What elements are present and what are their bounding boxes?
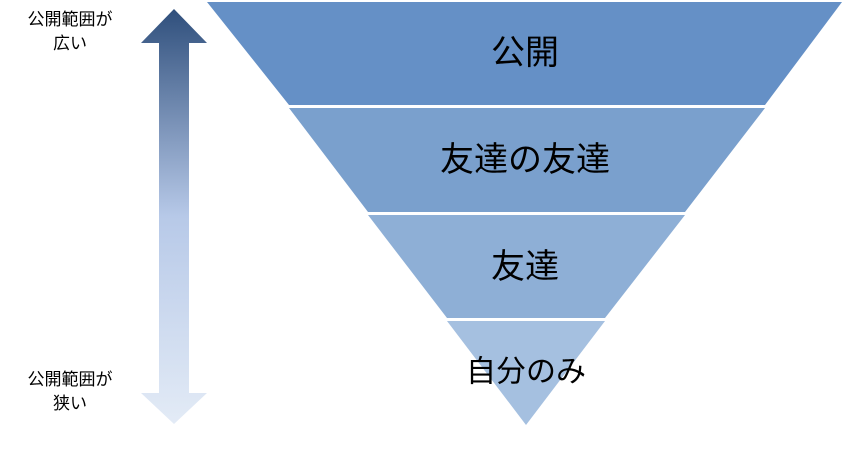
funnel-layer-only-me — [447, 321, 605, 425]
scope-double-arrow — [141, 9, 207, 424]
funnel-label-friends-of-friends: 友達の友達 — [440, 140, 610, 180]
wide-scope-label: 公開範囲が 広い — [0, 8, 140, 56]
funnel-layer-friends-of-friends — [289, 108, 765, 212]
narrow-scope-label-line2: 狭い — [53, 394, 87, 414]
funnel-label-only-me: 自分のみ — [466, 355, 586, 390]
narrow-scope-label: 公開範囲が 狭い — [0, 368, 140, 416]
narrow-scope-label-line1: 公開範囲が — [27, 370, 113, 390]
funnel-layer-public — [207, 2, 842, 105]
wide-scope-label-line2: 広い — [53, 34, 87, 54]
funnel-label-friends: 友達 — [491, 247, 559, 287]
funnel-layer-friends — [368, 215, 685, 318]
wide-scope-label-line1: 公開範囲が — [27, 10, 113, 30]
funnel-label-public: 公開 — [491, 33, 559, 73]
